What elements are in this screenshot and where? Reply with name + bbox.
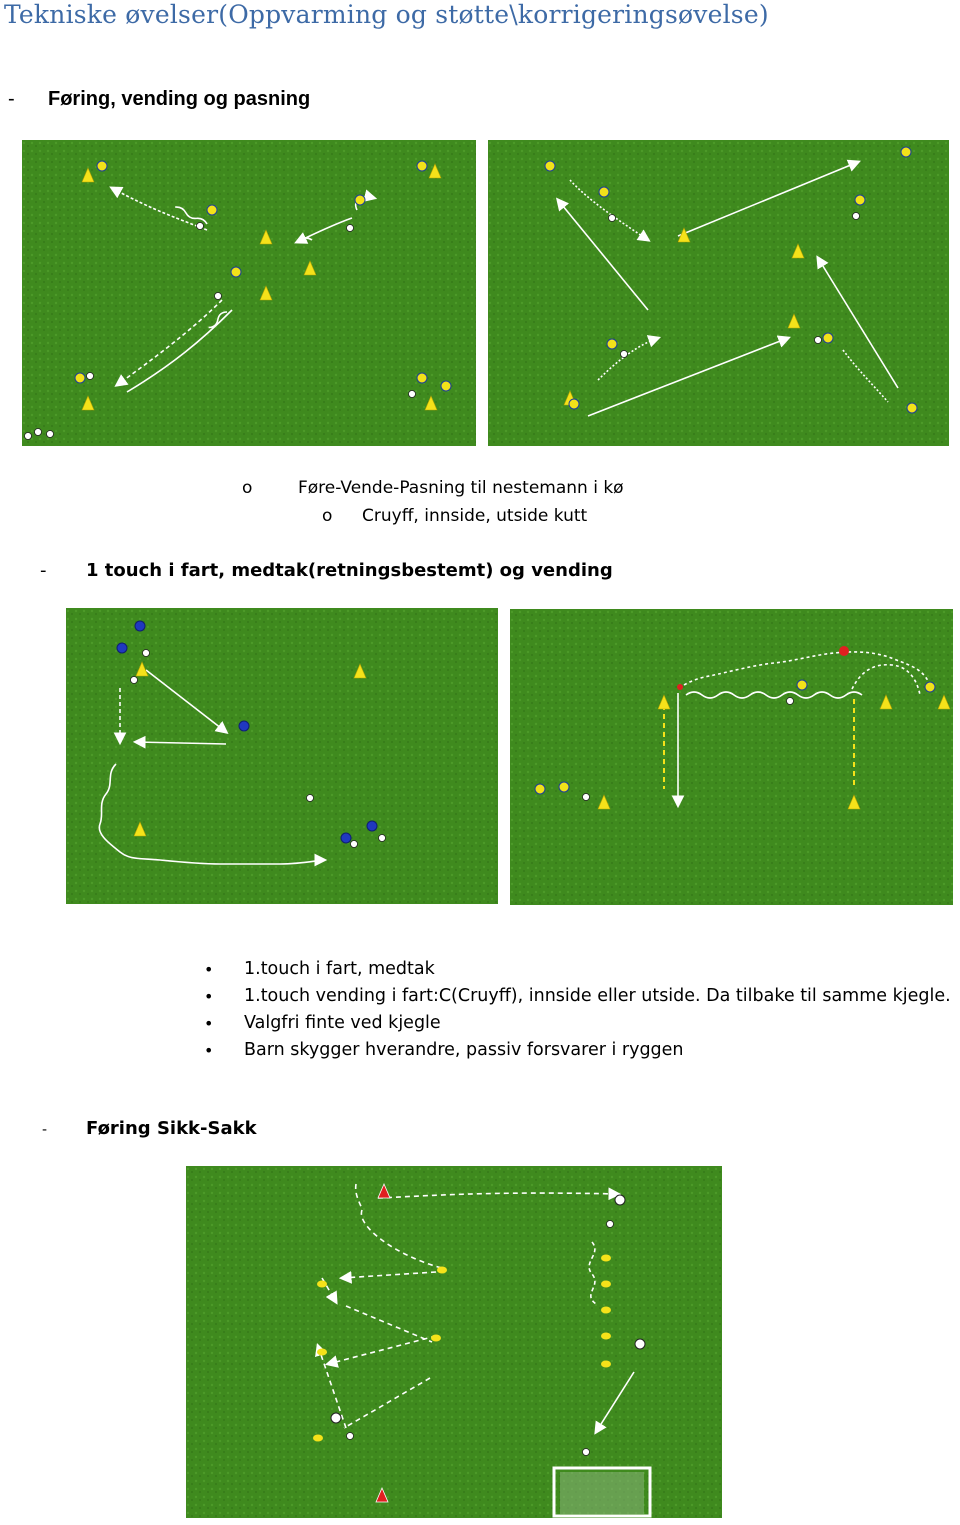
- section-dash: -: [42, 1122, 48, 1138]
- section-dash: -: [8, 88, 15, 110]
- list-item: Valgfri finte ved kjegle: [200, 1010, 956, 1037]
- section-heading-text: 1 touch i fart, medtak(retningsbestemt) …: [86, 560, 613, 581]
- section-heading-1-touch: - 1 touch i fart, medtak(retningsbestemt)…: [40, 560, 613, 581]
- list-item: Barn skygger hverandre, passiv forsvarer…: [200, 1037, 956, 1064]
- drill-diagram-cruyff-turn: [510, 609, 953, 905]
- section-heading-foring-vending: - Føring, vending og pasning: [8, 88, 310, 111]
- list-item: 1.touch i fart, medtak: [200, 956, 956, 983]
- goal-icon: [552, 1466, 652, 1518]
- sub-bullet-text: Føre-Vende-Pasning til nestemann i kø: [298, 478, 624, 498]
- page-title: Tekniske øvelser(Oppvarming og støtte\ko…: [4, 0, 769, 29]
- sub-bullet-text: Cruyff, innside, utside kutt: [362, 506, 588, 526]
- section-heading-text: Føring Sikk-Sakk: [86, 1118, 257, 1139]
- sub-bullet: o Føre-Vende-Pasning til nestemann i kø: [242, 478, 624, 498]
- drill-diagram-zigzag-dribbling: [186, 1166, 722, 1518]
- sub-bullet-marker: o: [242, 478, 253, 498]
- drill-diagram-x-pattern: [22, 140, 476, 446]
- drill-diagram-first-touch: [66, 608, 498, 904]
- section-heading-text: Føring, vending og pasning: [48, 88, 311, 110]
- player-icon: [74, 160, 452, 392]
- section-heading-sikk-sakk: - Føring Sikk-Sakk: [42, 1118, 257, 1139]
- drill-notes-list: 1.touch i fart, medtak 1.touch vending i…: [200, 956, 956, 1064]
- section-dash: -: [40, 560, 47, 581]
- list-item: 1.touch vending i fart:C(Cruyff), innsid…: [200, 983, 956, 1010]
- sub-bullet-marker: o: [322, 506, 333, 526]
- sub-bullet: o Cruyff, innside, utside kutt: [322, 506, 587, 526]
- drill-diagram-diagonal-passing: [488, 140, 949, 446]
